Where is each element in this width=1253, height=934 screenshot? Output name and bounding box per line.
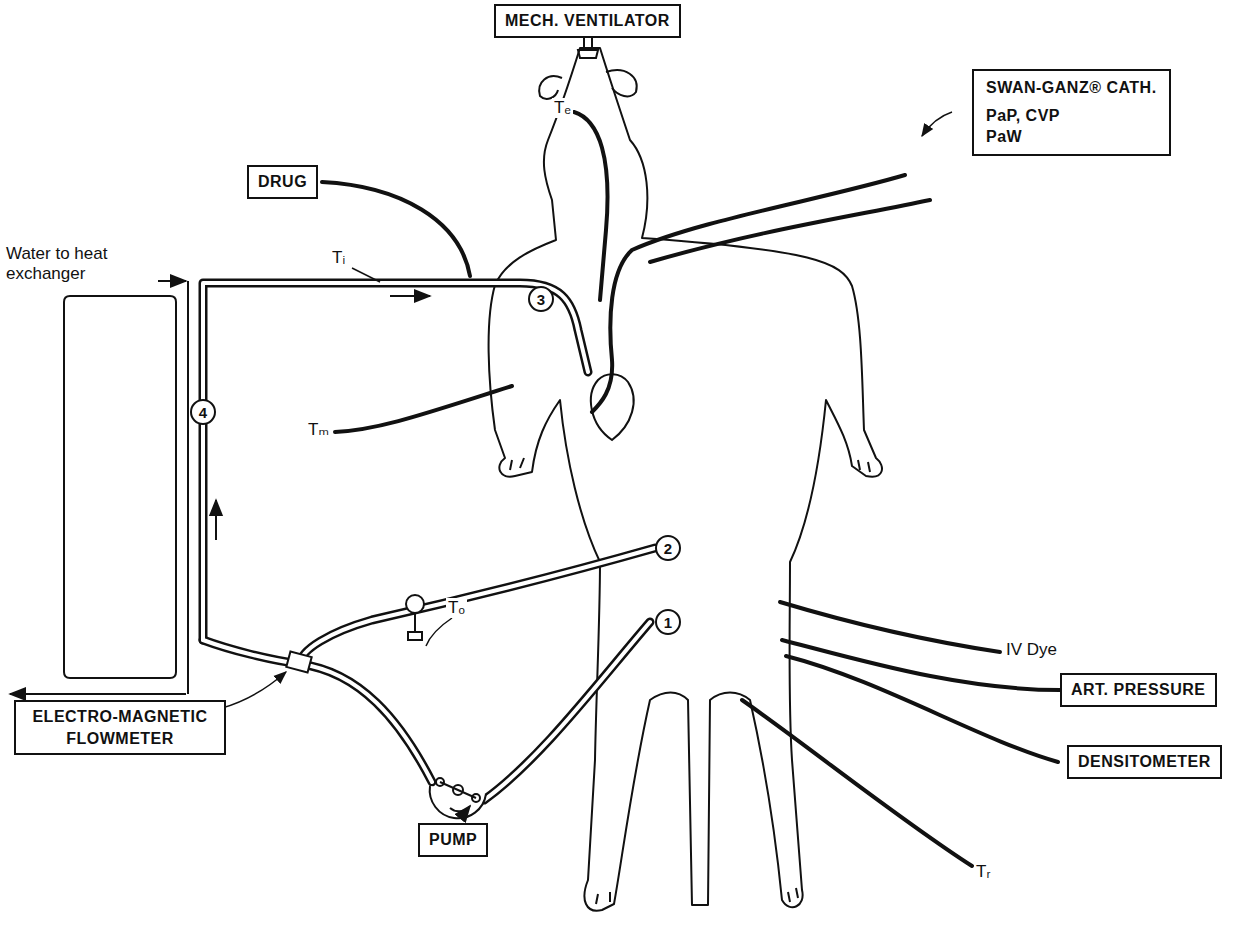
callout-number: 4: [190, 399, 216, 425]
roller-pump: [430, 778, 486, 818]
flowmeter-probe: [286, 651, 311, 672]
box-text: MECH. VENTILATOR: [505, 10, 670, 32]
callout-number: 2: [655, 535, 681, 561]
callout-text: 3: [537, 292, 545, 307]
box-text: PUMP: [429, 829, 477, 851]
catheter-box: SWAN-GANZ® CATH. PaP, CVP PaW: [972, 69, 1171, 156]
leader-line: [922, 112, 952, 136]
equipment-box: PUMP: [418, 823, 488, 857]
box-text: SWAN-GANZ® CATH.: [986, 77, 1157, 99]
callout-text: 2: [664, 541, 672, 556]
box-text: DENSITOMETER: [1078, 751, 1211, 773]
leader-line: [426, 618, 452, 646]
probe-label: Tₒ: [446, 598, 467, 618]
leader-line: [222, 672, 286, 708]
box-text: DRUG: [258, 171, 307, 193]
box-text: PaP, CVP PaW: [986, 105, 1086, 148]
line-label: IV Dye: [1004, 640, 1059, 660]
equipment-box: ELECTRO-MAGNETIC FLOWMETER: [14, 700, 226, 755]
dog-outline: [489, 48, 882, 911]
equipment-box: DENSITOMETER: [1067, 745, 1222, 779]
probe-label: Tᵣ: [974, 862, 992, 882]
box-text: ELECTRO-MAGNETIC FLOWMETER: [25, 706, 215, 749]
drug-box: DRUG: [247, 165, 318, 199]
probe-label: Tₘ: [306, 420, 331, 440]
heat-exchanger: [10, 281, 188, 694]
equipment-box: ART. PRESSURE: [1060, 673, 1217, 707]
callout-text: 1: [664, 615, 672, 630]
ventilator-tube: [578, 34, 598, 58]
equipment-box: MECH. VENTILATOR: [494, 4, 681, 38]
probe-lines: [322, 112, 1060, 866]
callout-number: 1: [655, 609, 681, 635]
blood-tubing: [203, 283, 655, 800]
callout-text: 4: [199, 405, 207, 420]
probe-label: Tₑ: [552, 98, 573, 118]
flow-arrow: [390, 295, 430, 297]
flow-note: Water to heat exchanger: [4, 244, 158, 285]
callout-number: 3: [528, 286, 554, 312]
clamp-valve: [406, 595, 424, 640]
leader-line: [352, 268, 380, 282]
box-text: ART. PRESSURE: [1071, 679, 1206, 701]
probe-label: Tᵢ: [330, 248, 347, 268]
flow-arrow: [215, 500, 217, 540]
